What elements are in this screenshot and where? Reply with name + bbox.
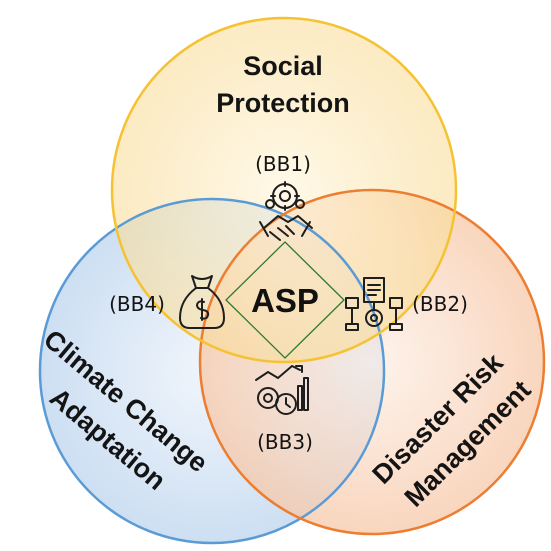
bb3-label: (BB3) xyxy=(257,430,313,454)
process-flow-icon xyxy=(345,277,403,331)
bb1-label: (BB1) xyxy=(255,152,311,176)
center-diamond xyxy=(225,241,345,359)
disaster-risk-outline xyxy=(198,188,546,536)
social-protection-circle xyxy=(112,18,456,362)
center-asp-label: ASP xyxy=(251,282,319,319)
climate-change-outline xyxy=(38,197,386,545)
chart-gear-clock-icon xyxy=(255,365,309,415)
social-protection-title-line2: Protection xyxy=(216,88,350,118)
bb4-label: (BB4) xyxy=(109,292,165,316)
handshake-gear-icon xyxy=(259,181,313,241)
social-protection-outline xyxy=(110,16,458,364)
social-protection-title-line1: Social xyxy=(243,51,323,81)
bb2-label: (BB2) xyxy=(412,292,468,316)
money-bag-icon xyxy=(179,275,225,329)
